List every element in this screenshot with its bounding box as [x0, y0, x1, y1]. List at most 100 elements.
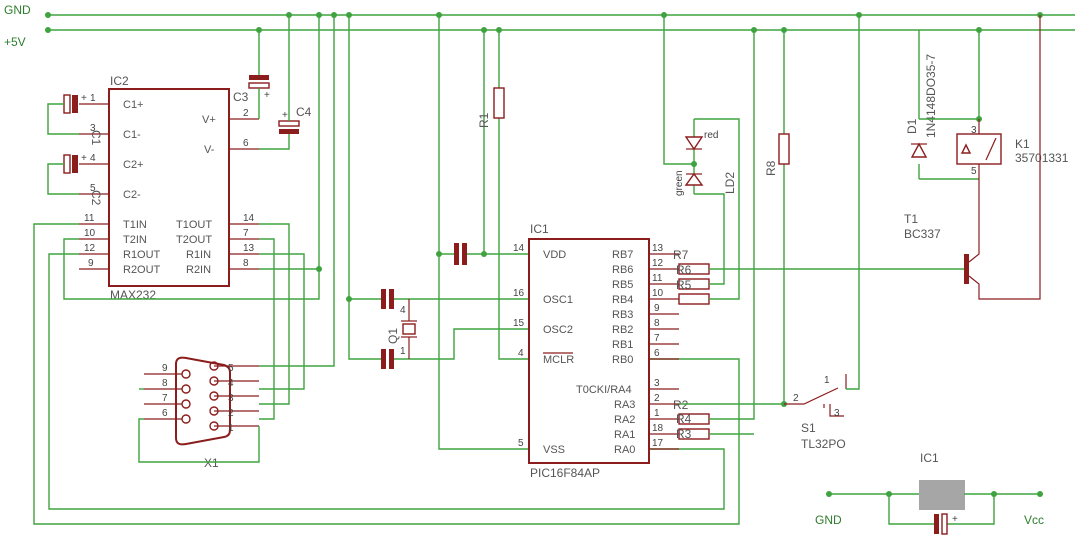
- ic2-pin-name: T2OUT: [176, 234, 212, 246]
- ic2-pin-name: T1IN: [123, 219, 147, 231]
- ic2-pin-name: V+: [202, 114, 216, 126]
- crystal-q1: 4 1 Q1: [386, 299, 417, 359]
- svg-text:R4: R4: [676, 412, 692, 426]
- ic2-pin-name: T2IN: [123, 234, 147, 246]
- ic2-pin-num: 1: [90, 93, 96, 104]
- svg-text:D1: D1: [905, 118, 919, 134]
- svg-text:IC1: IC1: [920, 451, 939, 465]
- capacitor-c2: + C2: [63, 153, 103, 206]
- osc2-cap: [381, 349, 386, 369]
- svg-text:1: 1: [400, 346, 406, 357]
- resistor-r5-r6-r7: R7 R6 R5: [673, 248, 710, 305]
- svg-text:RB0: RB0: [612, 354, 633, 366]
- ic1-value: PIC16F84AP: [530, 466, 600, 480]
- capacitor-c4: + C4: [278, 105, 312, 134]
- svg-text:RA3: RA3: [614, 399, 635, 411]
- ic2-pin-num: 14: [243, 213, 255, 224]
- svg-text:VDD: VDD: [543, 249, 566, 261]
- svg-text:OSC1: OSC1: [543, 294, 573, 306]
- svg-text:9: 9: [654, 303, 660, 314]
- svg-text:R1: R1: [477, 112, 491, 128]
- svg-text:8: 8: [654, 318, 660, 329]
- ld2-label: LD2: [723, 172, 737, 194]
- ic2-pin-name: R1OUT: [123, 249, 161, 261]
- regulator-body: [919, 480, 965, 510]
- c2-wire: [47, 163, 79, 195]
- c4-label: C4: [296, 105, 312, 119]
- svg-text:5: 5: [518, 438, 524, 449]
- svg-text:Vcc: Vcc: [1024, 513, 1044, 527]
- svg-text:R6: R6: [676, 263, 692, 277]
- ic2-pin-num: 13: [243, 243, 255, 254]
- svg-text:OSC2: OSC2: [543, 324, 573, 336]
- q1-label: Q1: [386, 328, 400, 344]
- svg-text:R5: R5: [676, 278, 692, 292]
- ic2-body: [108, 88, 230, 287]
- ic2-pin-num: 3: [90, 123, 96, 134]
- svg-text:TL32PO: TL32PO: [801, 437, 846, 451]
- green-led-icon: [684, 172, 704, 186]
- ic2-pin-num: 11: [84, 213, 95, 224]
- svg-text:R8: R8: [764, 160, 778, 176]
- svg-text:RA0: RA0: [614, 444, 635, 456]
- svg-text:2: 2: [228, 408, 234, 419]
- capacitor-c3: + C3: [233, 75, 270, 104]
- svg-text:11: 11: [652, 273, 663, 284]
- svg-text:RB1: RB1: [612, 339, 633, 351]
- ic2-pin-num: 5: [90, 183, 96, 194]
- svg-text:1N4148DO35-7: 1N4148DO35-7: [924, 54, 938, 138]
- svg-text:S1: S1: [801, 421, 816, 435]
- ic2-pin-num: 9: [88, 258, 94, 269]
- ic2-value: MAX232: [110, 288, 156, 302]
- svg-text:3: 3: [834, 408, 840, 419]
- ic1-body: [528, 238, 650, 464]
- svg-text:+: +: [81, 153, 87, 164]
- svg-text:RB6: RB6: [612, 264, 633, 276]
- t1in-wire: [33, 223, 740, 525]
- ic2-pin-name: R1IN: [186, 249, 211, 261]
- svg-text:red: red: [704, 130, 718, 141]
- svg-text:green: green: [674, 170, 685, 196]
- svg-text:RB2: RB2: [612, 324, 633, 336]
- svg-text:9: 9: [162, 363, 168, 374]
- c1-wire: [47, 103, 79, 135]
- svg-text:+: +: [282, 110, 288, 121]
- svg-text:16: 16: [513, 288, 525, 299]
- svg-text:14: 14: [513, 243, 525, 254]
- svg-text:VSS: VSS: [543, 444, 565, 456]
- led-ld2: red green LD2: [663, 15, 737, 196]
- svg-text:8: 8: [162, 378, 168, 389]
- svg-text:GND: GND: [815, 513, 842, 527]
- svg-text:K1: K1: [1015, 137, 1030, 151]
- red-led-icon: [684, 136, 704, 151]
- ic2-pin-name: C1-: [123, 129, 141, 141]
- resistor-r1: R1: [477, 30, 529, 360]
- r1in-wire: [259, 253, 305, 390]
- vss-wire: [438, 254, 529, 450]
- svg-text:3: 3: [654, 378, 660, 389]
- svg-text:15: 15: [513, 318, 525, 329]
- svg-text:+: +: [81, 93, 87, 104]
- svg-text:MCLR: MCLR: [543, 354, 574, 366]
- svg-text:T1: T1: [904, 212, 918, 226]
- transistor-t1: T1 BC337: [904, 15, 1041, 300]
- svg-text:RB7: RB7: [612, 249, 633, 261]
- diode-d1: D1 1N4148DO35-7: [905, 30, 938, 179]
- svg-text:13: 13: [652, 243, 664, 254]
- r1out-wire: [48, 253, 725, 510]
- c3-label: C3: [233, 90, 249, 104]
- svg-text:RB3: RB3: [612, 309, 633, 321]
- svg-text:4: 4: [400, 305, 406, 316]
- diode-icon: [910, 142, 928, 158]
- svg-text:RA1: RA1: [614, 429, 635, 441]
- power-rails: GND +5V: [4, 3, 1075, 49]
- svg-text:1: 1: [654, 408, 660, 419]
- ic2-pin-name: C2-: [123, 189, 141, 201]
- ic2-pin-name: R2OUT: [123, 264, 161, 276]
- ic2-pin-name: C1+: [123, 99, 144, 111]
- svg-text:+: +: [264, 90, 270, 101]
- svg-text:R2: R2: [673, 398, 689, 412]
- svg-text:3: 3: [971, 125, 977, 136]
- led-green-wire: [694, 193, 725, 285]
- ic2-pin-num: 10: [84, 228, 96, 239]
